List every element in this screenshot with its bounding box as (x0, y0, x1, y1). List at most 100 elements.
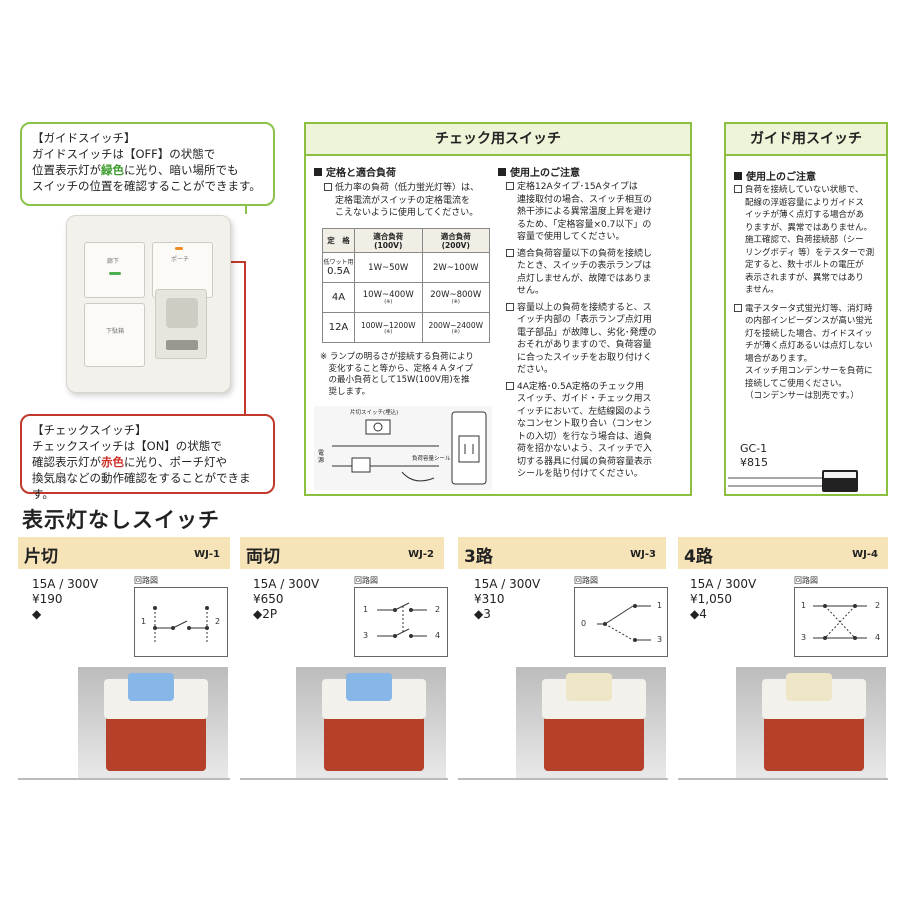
table-cell-100v: 10W~400W(※) (354, 282, 423, 313)
caution-text: 容量以上の負荷を接続すると、ス (517, 302, 652, 313)
lamp-footnote: ※ ランプの明るさが接続する負荷により 変化すること等から、定格４Ａタイプ の最… (320, 352, 496, 398)
guide-switch-callout: 【ガイドスイッチ】 ガイドスイッチは【OFF】の状態で 位置表示灯が緑色に光り、… (20, 122, 275, 206)
check-callout-line2-a: 確認表示灯が (32, 455, 101, 469)
terminal-label: 2 (215, 617, 221, 626)
circuit-label: 回路図 (794, 576, 818, 585)
four-way-circuit (813, 604, 867, 640)
checkbox-icon (734, 303, 742, 312)
guide-switch-label: 廊下 (107, 258, 120, 265)
caution-line: （コンデンサーは別売です。） (745, 391, 859, 401)
product-header-wj3: 3路 WJ-3 (458, 537, 666, 569)
caution-line: 点灯しませんが、故障ではありま (517, 273, 652, 284)
circuit-diagram-wj3: 0 1 3 (574, 587, 668, 657)
check-callout-line1: チェックスイッチは【ON】の状態で (32, 439, 222, 453)
caution-line: るため、「定格容量×0.7以下」の (517, 219, 652, 230)
rating-value: 0.5A (327, 265, 350, 277)
rating-section-label: 定格と適合負荷 (326, 168, 396, 179)
diagram-caption-seal: 負荷容量シール (412, 456, 451, 462)
cell-note: (※) (384, 299, 393, 305)
caution-line: イッチにおいて、左結線図のよう (517, 406, 652, 417)
table-cell-100v: 100W~1200W(※) (354, 312, 423, 343)
guide-callout-title: 【ガイドスイッチ】 (32, 131, 136, 145)
capacitor-image (728, 470, 858, 492)
product-photo-wj2 (296, 667, 446, 779)
product-rating: 15A / 300V (253, 577, 320, 591)
diagram-caption-switch: 片切スイッチ(埋込) (350, 410, 399, 416)
checkbox-icon (506, 182, 514, 190)
caution-line: 場合があります。 (745, 353, 813, 364)
table-cell-200v: 20W~800W(※) (421, 282, 490, 313)
note-line: 低力率の負荷（低力蛍光灯等）は、 (324, 182, 494, 195)
guide-callout-line2-a: 位置表示灯が (32, 163, 101, 177)
check-switch-callout: 【チェックスイッチ】 チェックスイッチは【ON】の状態で 確認表示灯が赤色に光り… (20, 414, 275, 501)
footnote-line: 変化すること等から、定格４Ａタイプ (320, 363, 474, 374)
main-heading: 表示灯なしスイッチ (22, 508, 220, 532)
product-price: ¥650 (253, 592, 284, 606)
caution-item: 定格12Aタイプ･15Aタイプは 連接取付の場合、スイッチ相互の 熱干渉による異… (506, 181, 690, 244)
three-way-circuit (597, 604, 651, 642)
caution-line: チが薄く点灯あるいは点灯しない (745, 341, 873, 351)
caution-line: 荷を招かないよう、スイッチで入 (517, 444, 652, 454)
caution-text: 適合負荷容量以下の負荷を接続し (517, 248, 653, 259)
caution-line: 適合負荷容量以下の負荷を接続し (506, 248, 690, 261)
cell-value: 10W~400W (362, 290, 414, 300)
rating-sub-label: 低ワット用 (323, 258, 354, 266)
product-name: 3路 (464, 547, 493, 567)
caution-line: 電子部品」が故障し、劣化･発煙の (517, 327, 657, 338)
terminal-label: 4 (875, 633, 881, 642)
circuit-diagram-wj1: 1 2 (134, 587, 228, 657)
divider-line (678, 778, 888, 780)
guide-callout-line3: スイッチの位置を確認することができます。 (32, 179, 261, 193)
switch-handle-icon (786, 673, 832, 701)
product-mark: ◆3 (474, 607, 491, 621)
circuit-diagram-wj2: 1 2 3 4 (354, 587, 448, 657)
footnote-line: の最小負荷として15W(100V用)を推 (320, 375, 470, 385)
switch-handle-icon (128, 673, 174, 701)
check-callout-line3: 換気扇などの動作確認をすることができます。 (32, 471, 251, 501)
caution-item: 適合負荷容量以下の負荷を接続し たとき、スイッチの表示ランプは 点灯しませんが、… (506, 248, 690, 298)
caution-line: の内部インピーダンスが高い蛍光 (745, 316, 873, 326)
cell-value: 200W~2400W (428, 320, 484, 330)
divider-line (18, 778, 230, 780)
divider-line (458, 778, 668, 780)
caution-list: 定格12Aタイプ･15Aタイプは 連接取付の場合、スイッチ相互の 熱干渉による異… (506, 181, 690, 481)
caution-line: ださい。 (517, 365, 554, 375)
guide-caution-label: 使用上のご注意 (746, 172, 816, 183)
table-cell-rating: 12A (322, 312, 355, 343)
guide-switch-panel: ガイド用スイッチ 使用上のご注意 負荷を接続していない状態で、 配線の浮遊容量に… (724, 122, 888, 496)
terminal-label: 3 (801, 633, 807, 642)
product-spec-wj3: 15A / 300V ¥310 ◆3 (474, 577, 540, 622)
product-header-wj1: 片切 WJ-1 (18, 537, 230, 569)
circuit-diagram-wj4: 1 2 3 4 (794, 587, 888, 657)
product-photo-wj1 (78, 667, 228, 779)
product-mark: ◆ (32, 607, 42, 621)
table-header-row: 定 格 適合負荷(100V) 適合負荷(200V) (322, 228, 490, 253)
caution-line: シールを貼り付けてください。 (517, 469, 643, 479)
sensor-module (155, 289, 207, 359)
caution-line: 負荷を接続していない状態で、 (734, 184, 888, 197)
product-rating: 15A / 300V (474, 577, 541, 591)
caution-line: スイッチ、ガイド・チェック用ス (517, 394, 652, 404)
caution-line: 配線の浮遊容量によりガイドス (745, 197, 864, 208)
caution-text: 定格12Aタイプ･15Aタイプは (517, 182, 638, 192)
double-pole-circuit (377, 602, 427, 638)
divider-line (240, 778, 448, 780)
circuit-label: 回路図 (134, 576, 158, 585)
caution-line: スイッチ用コンデンサーを負荷に (745, 366, 873, 376)
checkbox-icon (324, 183, 332, 191)
caution-line: リングボディ 等）をテスターで測 (745, 247, 875, 258)
guide-caution-list: 負荷を接続していない状態で、 配線の浮遊容量によりガイドス イッチが薄く点灯する… (734, 184, 888, 403)
caution-line: 表示されますが、異常ではあり (745, 272, 864, 283)
caution-text: 4A定格･0.5A定格のチェック用 (517, 381, 644, 392)
table-cell-200v: 200W~2400W(※) (421, 312, 490, 343)
green-lamp-icon (109, 272, 121, 275)
capacitor-price: ¥815 (740, 456, 768, 469)
caution-line: 施工確認で、負荷接続部（シー (745, 235, 864, 245)
table-header-200v-sub: (200V) (441, 240, 470, 250)
table-cell-rating: 4A (322, 282, 355, 313)
product-photo-wj4 (736, 667, 886, 779)
caution-line: 接続してご使用ください。 (745, 378, 847, 389)
caution-line: なコンセント取り合い（コンセン (517, 419, 653, 429)
